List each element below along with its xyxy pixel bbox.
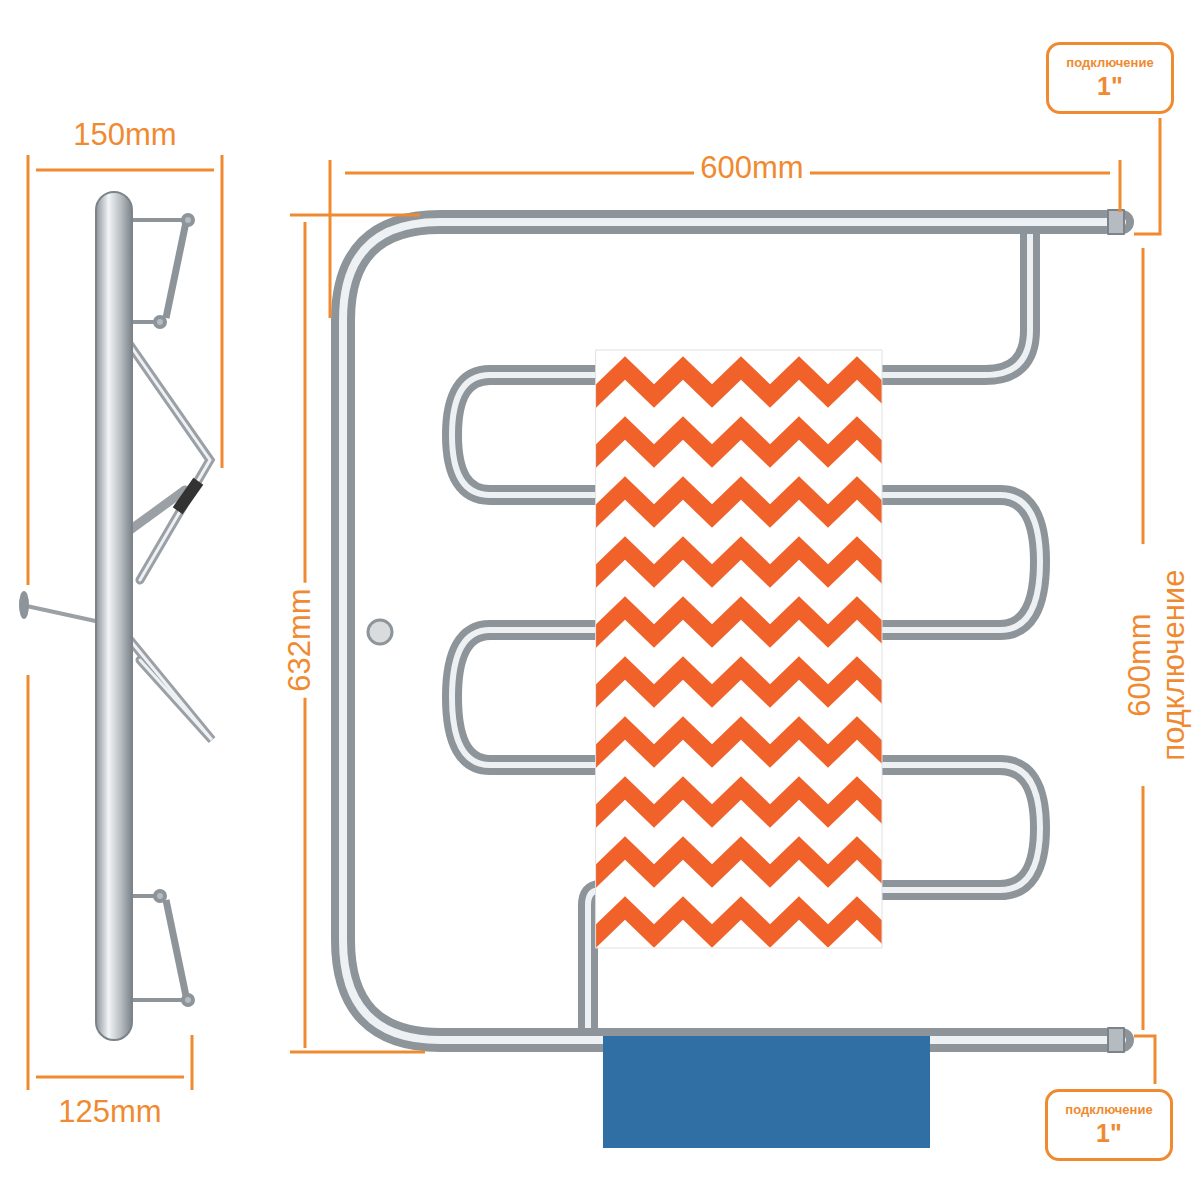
dimension-label: 600mm подключение (1123, 544, 1191, 786)
connection-box: подключение1" (1046, 42, 1174, 114)
box-value: 1" (1048, 1118, 1170, 1148)
side-view (19, 192, 212, 1040)
box-caption: подключение (1049, 55, 1171, 71)
dimension-label: 150mm (67, 118, 182, 152)
connection-box: подключение1" (1045, 1089, 1173, 1161)
box-caption: подключение (1048, 1102, 1170, 1118)
dimension-lines (28, 118, 1160, 1090)
dimension-label: 632mm (283, 582, 317, 697)
dimension-label: 125mm (52, 1095, 167, 1129)
box-value: 1" (1049, 71, 1171, 101)
dimension-label: 600mm (694, 151, 809, 185)
front-view (343, 210, 1124, 1148)
